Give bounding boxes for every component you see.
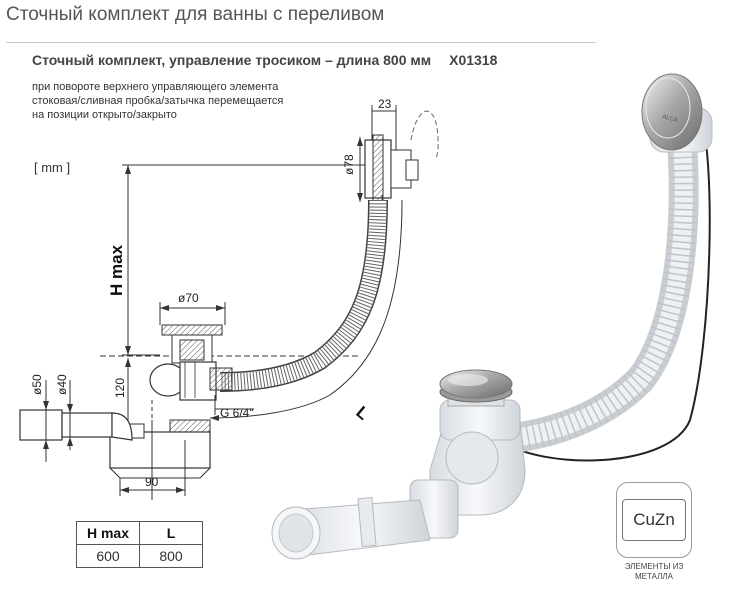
dim-outlet-40-label: ø40 (55, 374, 69, 395)
dim-length-label: L (352, 403, 372, 424)
dim-overflow-dia-label: ø78 (342, 154, 356, 175)
product-subtitle: Сточный комплект, управление тросиком – … (32, 52, 497, 68)
material-label-line-1: ЭЛЕМЕНТЫ ИЗ (624, 562, 684, 571)
overflow-cap: ALCA (641, 73, 703, 151)
dim-90-label: 90 (145, 475, 159, 489)
unit-label: [ mm ] (34, 160, 71, 175)
cable-loop (410, 110, 439, 161)
schematic-drawing: 23 ø78 ø70 H max 120 G 6/4" L ø50 ø40 90 (19, 97, 439, 500)
note-line-1: при повороте верхнего управляющего элеме… (32, 81, 279, 93)
drain-plug (439, 369, 513, 407)
dim-thread-label: G 6/4" (220, 406, 254, 420)
product-subtitle-text: Сточный комплект, управление тросиком – … (32, 52, 432, 68)
page-title: Сточный комплект для ванны с переливом (6, 4, 385, 25)
table-header-hmax: H max (76, 521, 140, 545)
table-cell-l: 800 (139, 544, 203, 568)
waste-head-schematic (149, 302, 233, 401)
brand-mark: ALCA (661, 114, 678, 124)
corrugated-pipe-outline (219, 199, 388, 392)
material-label: ЭЛЕМЕНТЫ ИЗ МЕТАЛЛА (606, 562, 702, 582)
material-label-line-2: МЕТАЛЛА (635, 572, 673, 581)
material-badge: CuZn (616, 482, 692, 558)
overflow-head-schematic (357, 105, 419, 204)
operation-note: при повороте верхнего управляющего элеме… (32, 80, 283, 122)
dim-23-label: 23 (378, 97, 392, 111)
material-badge-text: CuZn (622, 499, 686, 541)
siphon-body (409, 399, 526, 539)
control-cable (499, 111, 711, 462)
table-cell-hmax: 600 (76, 544, 140, 568)
dim-hmax-label: H max (107, 244, 126, 296)
dim-waste-dia-label: ø70 (178, 291, 199, 305)
title-divider (6, 42, 596, 43)
trap-schematic (109, 400, 211, 500)
dim-120-label: 120 (113, 378, 127, 398)
dim-outlet-50-label: ø50 (30, 374, 44, 395)
note-line-3: на позиции открыто/закрыто (32, 109, 177, 121)
outlet-pipe (271, 496, 431, 560)
length-dimension-line (209, 199, 403, 419)
product-code: X01318 (449, 52, 498, 68)
table-header-l: L (139, 521, 203, 545)
outlet-schematic (19, 380, 133, 462)
size-table: H max L 600 800 (76, 521, 203, 568)
note-line-2: стоковая/сливная пробка/затычка перемеща… (32, 95, 284, 107)
product-render: ALCA (271, 73, 713, 560)
